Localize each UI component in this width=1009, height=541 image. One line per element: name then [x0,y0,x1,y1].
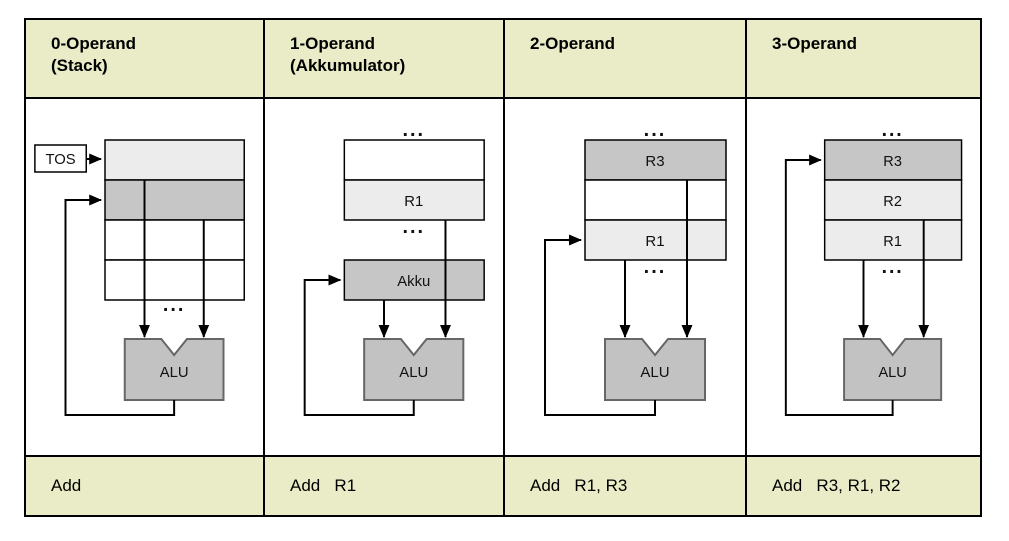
instruction-cell-two-operand: Add R1, R3 [505,455,747,515]
header-cell-0-operand: 0-Operand (Stack) [26,20,265,99]
diagram-accumulator-machine: ... R1 ... Akku ALU [265,99,505,455]
tos-box [34,144,87,173]
header-title-0: 0-Operand [51,34,137,53]
register-label-r3: R3 [883,154,902,170]
ellipsis-bottom: ... [882,256,904,278]
header-title-1: 1-Operand [290,34,376,53]
ellipsis-top: ... [403,119,425,141]
stack-cell-tos [104,139,245,181]
header-title-3: 3-Operand [772,34,858,53]
alu-shape [123,338,225,401]
tos-label: TOS [45,152,75,168]
instruction-cell-stack: Add [26,455,265,515]
header-cell-3-operand: 3-Operand [747,20,980,99]
alu-shape [843,338,943,401]
alu-label: ALU [399,364,428,381]
alu-shape [363,338,465,401]
three-operand-machine-svg: ... R3 R2 R1 ... ALU [784,119,963,416]
instruction-cell-three-operand: Add R3, R1, R2 [747,455,980,515]
instruction-text: Add R1, R3 [530,476,628,495]
alu-label: ALU [878,365,906,381]
instruction-text: Add R3, R1, R2 [772,476,901,495]
akku-label: Akku [397,273,430,290]
register-label-r1: R1 [404,193,423,210]
operand-architecture-table: 0-Operand (Stack) 1-Operand (Akkumulator… [24,18,982,517]
alu-label: ALU [640,364,669,381]
register-cell-r3 [584,139,727,181]
instruction-text: Add R1 [290,476,357,495]
stack-machine-svg: TOS ... ALU [34,139,245,416]
result-feedback-line [64,194,176,416]
register-cell-r1 [823,219,963,261]
header-cell-1-operand: 1-Operand (Akkumulator) [265,20,505,99]
stack-cell-empty-1 [104,219,245,261]
header-subtitle-1: (Akkumulator) [290,56,406,76]
akku-box [343,259,485,301]
ellipsis-bottom: ... [644,256,667,278]
accumulator-machine-svg: ... R1 ... Akku ALU [303,119,485,416]
register-file: R1 [343,139,485,221]
register-cell-empty [584,179,727,221]
register-cell-r2 [823,179,963,221]
ellipsis-top: ... [644,119,667,141]
result-feedback-line [544,234,656,416]
register-file: R3 R2 R1 [823,139,963,261]
diagram-stack-machine: TOS ... ALU [26,99,265,455]
alu-shape [604,338,706,401]
stack-cell-empty-2 [104,259,245,301]
instruction-text: Add [51,476,82,495]
ellipsis-middle: ... [403,216,425,238]
result-feedback-line [303,274,415,416]
register-file: R3 R1 [584,139,727,261]
ellipsis-top: ... [882,119,904,141]
register-cell-r1 [343,179,485,221]
register-label-r1: R1 [645,233,664,250]
header-subtitle-0: (Stack) [51,56,108,76]
register-label-r3: R3 [645,153,664,170]
register-cell-empty [343,139,485,181]
stack-cell-second [104,179,245,221]
stack-registers [104,139,245,301]
diagram-three-operand-machine: ... R3 R2 R1 ... ALU [747,99,980,455]
header-cell-2-operand: 2-Operand [505,20,747,99]
register-label-r1: R1 [883,234,902,250]
register-cell-r3 [823,139,963,181]
diagram-two-operand-machine: ... R3 R1 ... ALU [505,99,747,455]
register-label-r2: R2 [883,194,902,210]
result-feedback-line [784,154,894,416]
alu-label: ALU [160,365,189,381]
ellipsis-bottom: ... [163,294,185,316]
instruction-cell-accumulator: Add R1 [265,455,505,515]
header-title-2: 2-Operand [530,34,616,53]
two-operand-machine-svg: ... R3 R1 ... ALU [544,119,727,416]
register-cell-r1 [584,219,727,261]
